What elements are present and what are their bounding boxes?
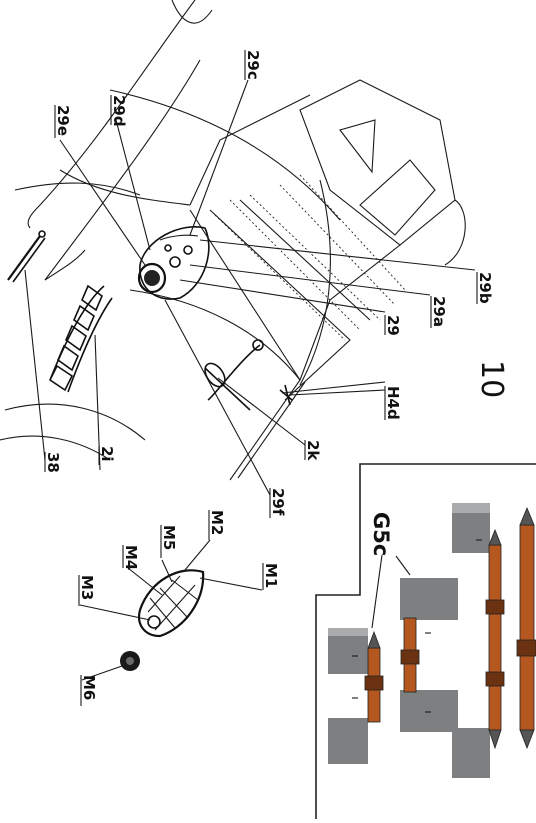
label-H4d: H4d [384,386,402,420]
inset-rods [364,506,536,750]
leader-lines [24,79,476,681]
label-M2: M2 [208,510,226,535]
inset-marks [352,539,482,713]
inset-part-label: G5c [369,512,393,556]
label-29d: 29d [110,95,128,127]
part-labels: 29c 29d 29e 29b 29a 29 H4d 2k 29f 2i 38 … [44,50,494,706]
label-29e: 29e [54,105,72,136]
step-number: 10 [474,360,509,398]
fuselage-outline [0,0,341,461]
label-29f: 29f [269,488,287,516]
part-38 [7,230,46,283]
label-M1: M1 [262,563,280,588]
label-29c: 29c [244,50,262,80]
label-29b: 29b [476,272,494,304]
inset-panels [328,503,490,778]
wing-panel [189,174,406,481]
part-2i [48,284,113,393]
label-2i: 2i [98,446,116,462]
label-29a: 29a [430,296,448,327]
part-2k [204,339,293,411]
part-m-assembly [120,569,205,671]
label-38: 38 [44,452,62,473]
label-M5: M5 [160,525,178,550]
label-2k: 2k [304,440,322,461]
label-29: 29 [384,315,402,336]
intake-assembly [137,226,210,300]
label-M4: M4 [122,545,140,570]
label-M3: M3 [78,575,96,600]
label-M6: M6 [80,675,98,700]
